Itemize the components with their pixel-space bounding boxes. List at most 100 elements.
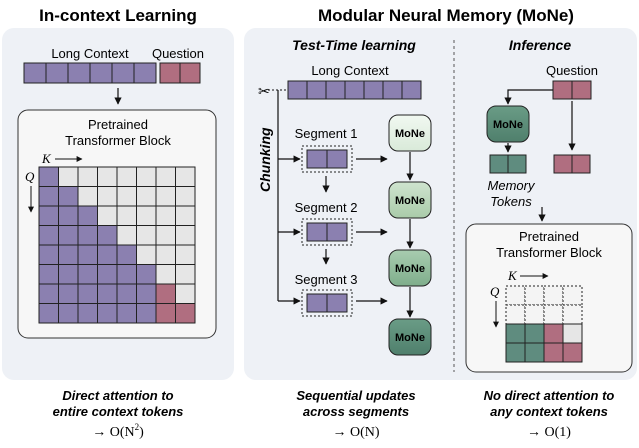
attention-cell (116, 303, 137, 324)
mone-box-4: MoNe (388, 318, 432, 356)
left-caption-1: Direct attention to (62, 388, 173, 403)
attention-cell (77, 205, 98, 226)
memory-tokens-label-1: Memory (488, 178, 536, 193)
attention-cell (136, 244, 157, 265)
memory-attention-cell (562, 304, 583, 325)
inference-question-tokens (552, 80, 592, 100)
inference-question-label: Question (546, 63, 598, 78)
attention-cell (175, 303, 196, 324)
attention-cell (116, 186, 137, 207)
attention-cell (175, 244, 196, 265)
left-complexity: → O(N2) (92, 422, 144, 440)
ttl-caption-1: Sequential updates (296, 388, 415, 403)
attention-cell (175, 264, 196, 285)
attention-cell (38, 264, 59, 285)
question-label: Question (152, 46, 204, 61)
attention-cell (116, 264, 137, 285)
inference-heading: Inference (509, 37, 571, 53)
attention-cell (116, 283, 137, 304)
attention-cell (116, 166, 137, 187)
mone-box-3: MoNe (388, 249, 432, 287)
segment-1-tokens (301, 145, 353, 173)
segment-1-label: Segment 1 (295, 126, 358, 141)
attention-cell (155, 303, 176, 324)
attention-cell (97, 205, 118, 226)
mone-box-2: MoNe (388, 181, 432, 219)
memory-attention-cell (505, 323, 526, 344)
attention-cell (155, 225, 176, 246)
memory-attention-cell (524, 285, 545, 306)
attention-cell (97, 225, 118, 246)
inference-caption-1: No direct attention to (484, 388, 615, 403)
svg-text:MoNe: MoNe (493, 119, 523, 131)
attention-cell (77, 225, 98, 246)
memory-tokens-label-2: Tokens (490, 194, 532, 209)
attention-cell (136, 186, 157, 207)
attention-cell (58, 283, 79, 304)
attention-cell (136, 303, 157, 324)
attention-cell (58, 303, 79, 324)
question-tokens (159, 62, 201, 84)
attention-cell (38, 303, 59, 324)
memory-attention-cell (562, 342, 583, 363)
attention-cell (77, 166, 98, 187)
attention-cell (175, 186, 196, 207)
memory-attention-cell (562, 323, 583, 344)
svg-text:MoNe: MoNe (395, 195, 425, 207)
attention-cell (58, 244, 79, 265)
attention-cell (155, 166, 176, 187)
segment-3-tokens (301, 289, 353, 317)
attention-cell (97, 244, 118, 265)
attention-cell (58, 225, 79, 246)
attention-cell (116, 225, 137, 246)
ttl-complexity: → O(N) (332, 425, 379, 440)
attention-cell (155, 264, 176, 285)
memory-attention-cell (505, 304, 526, 325)
long-context-label: Long Context (51, 46, 129, 61)
memory-attention-cell (524, 323, 545, 344)
left-block-title-2: Transformer Block (65, 133, 171, 148)
attention-cell (58, 186, 79, 207)
attention-matrix (38, 166, 196, 324)
question-to-mone-arrow (504, 89, 553, 105)
right-block-title-1: Pretrained (519, 229, 579, 244)
attention-cell (58, 166, 79, 187)
attention-cell (38, 283, 59, 304)
attention-cell (38, 166, 59, 187)
attention-cell (97, 186, 118, 207)
attention-cell (175, 225, 196, 246)
ttl-caption-2: across segments (303, 404, 409, 419)
attention-cell (155, 244, 176, 265)
attention-cell (136, 166, 157, 187)
attention-cell (136, 225, 157, 246)
attention-cell (77, 244, 98, 265)
inference-mone-box: MoNe (486, 105, 530, 143)
memory-attention-cell (543, 323, 564, 344)
right-block-title-2: Transformer Block (496, 245, 602, 260)
attention-cell (97, 303, 118, 324)
segment-2-label: Segment 2 (295, 200, 358, 215)
segment-3-label: Segment 3 (295, 272, 358, 287)
memory-attention-cell (505, 285, 526, 306)
ttl-long-context-tokens (287, 80, 422, 100)
k-axis-label: K (41, 151, 52, 166)
memory-attention-cell (543, 342, 564, 363)
attention-cell (77, 186, 98, 207)
left-block-title-1: Pretrained (88, 117, 148, 132)
attention-cell (77, 303, 98, 324)
attention-cell (77, 283, 98, 304)
attention-cell (38, 244, 59, 265)
inference-complexity: → O(1) (527, 425, 571, 440)
right-k-axis-label: K (507, 268, 518, 283)
inference-question-tokens-2 (553, 154, 591, 174)
attention-cell (58, 264, 79, 285)
attention-cell (77, 264, 98, 285)
left-caption-2: entire context tokens (53, 404, 184, 419)
attention-cell (155, 186, 176, 207)
long-context-tokens (23, 62, 157, 84)
attention-cell (155, 205, 176, 226)
svg-text:MoNe: MoNe (395, 263, 425, 275)
ttl-long-context-label: Long Context (311, 63, 389, 78)
chunking-label: Chunking (257, 127, 273, 192)
memory-attention-cell (543, 304, 564, 325)
